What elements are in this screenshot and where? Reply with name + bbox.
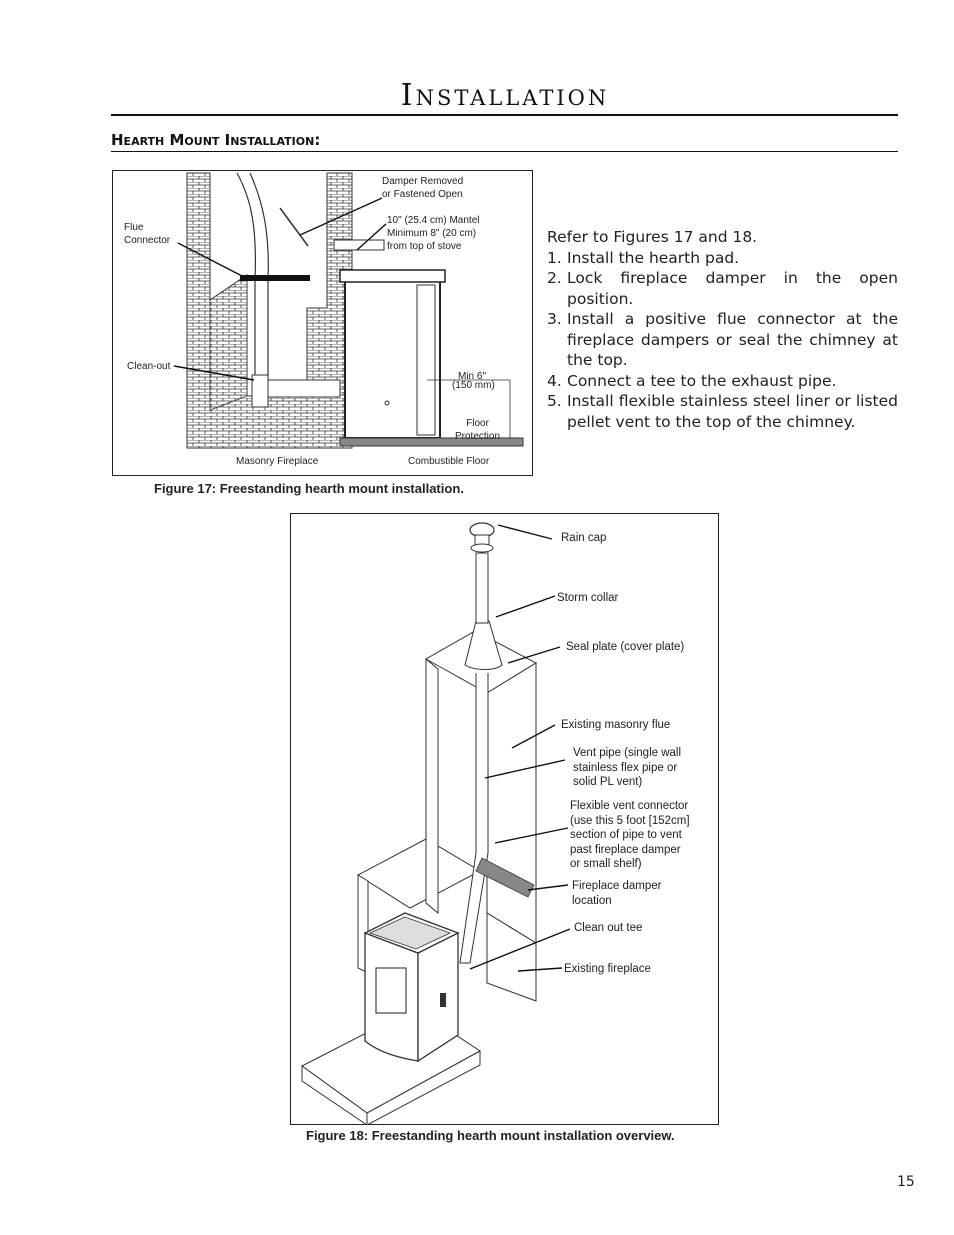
flue-connector-band (240, 275, 310, 281)
masonry-fireplace-label: Masonry Fireplace (236, 456, 319, 467)
stove-side (416, 284, 436, 436)
min-6-label: Min 6" (458, 371, 487, 382)
mantel (333, 239, 385, 251)
stove-knob (384, 400, 390, 406)
steps-list: 1.Install the hearth pad. 2.Lock firepla… (547, 248, 898, 433)
storm-collar-label: Storm collar (557, 592, 619, 604)
fireplace-wall (486, 912, 537, 1002)
page-title: Installation (400, 78, 610, 113)
hearth-shelf (357, 838, 482, 909)
list-item: 2.Lock fireplace damper in the open posi… (547, 269, 898, 308)
installation-steps: Refer to Figures 17 and 18. 1.Install th… (547, 227, 898, 432)
clean-out-tee (251, 374, 269, 408)
section-rule (111, 151, 898, 152)
vent-pipe (475, 552, 489, 624)
chimney-side (486, 662, 537, 944)
list-item: 1.Install the hearth pad. (547, 248, 740, 267)
storm-collar-cone (464, 620, 503, 670)
figure-17-diagram (173, 172, 524, 449)
firebox-interior (209, 274, 248, 411)
figure-18-diagram (301, 522, 571, 1125)
figure-18-frame (290, 513, 719, 1125)
stove-top (339, 269, 446, 283)
mm-150-label: (150 mm) (452, 380, 495, 391)
flex-connector-label: Flexible vent connector(use this 5 foot … (570, 800, 690, 870)
damper-plate (279, 207, 309, 247)
page-number: 15 (897, 1174, 915, 1190)
steps-intro: Refer to Figures 17 and 18. (547, 228, 758, 246)
list-item: 3.Install a positive flue connector at t… (547, 310, 898, 369)
list-item: 5.Install flexible stainless steel liner… (547, 392, 898, 431)
figure-17-frame (112, 170, 533, 476)
existing-fireplace-label: Existing fireplace (564, 963, 651, 975)
masonry-flue-label: Existing masonry flue (561, 719, 671, 731)
combustible-floor-label: Combustible Floor (408, 456, 490, 467)
rain-cap-label: Rain cap (561, 532, 607, 544)
clean-out-tee-label: Clean out tee (574, 922, 643, 934)
chimney-front (425, 657, 439, 915)
damper-location-band (475, 857, 535, 898)
section-heading: Hearth Mount Installation: (111, 131, 321, 149)
stove-window (375, 967, 407, 1014)
list-item: 4.Connect a tee to the exhaust pipe. (547, 371, 837, 390)
floor-protection (339, 437, 524, 447)
figure-17-caption: Figure 17: Freestanding hearth mount ins… (154, 481, 464, 496)
title-rule (111, 114, 898, 116)
horizontal-vent (267, 379, 341, 398)
seal-plate-label: Seal plate (cover plate) (566, 641, 685, 653)
clean-out-label: Clean-out (127, 361, 171, 372)
figure-18-caption: Figure 18: Freestanding hearth mount ins… (306, 1128, 675, 1143)
